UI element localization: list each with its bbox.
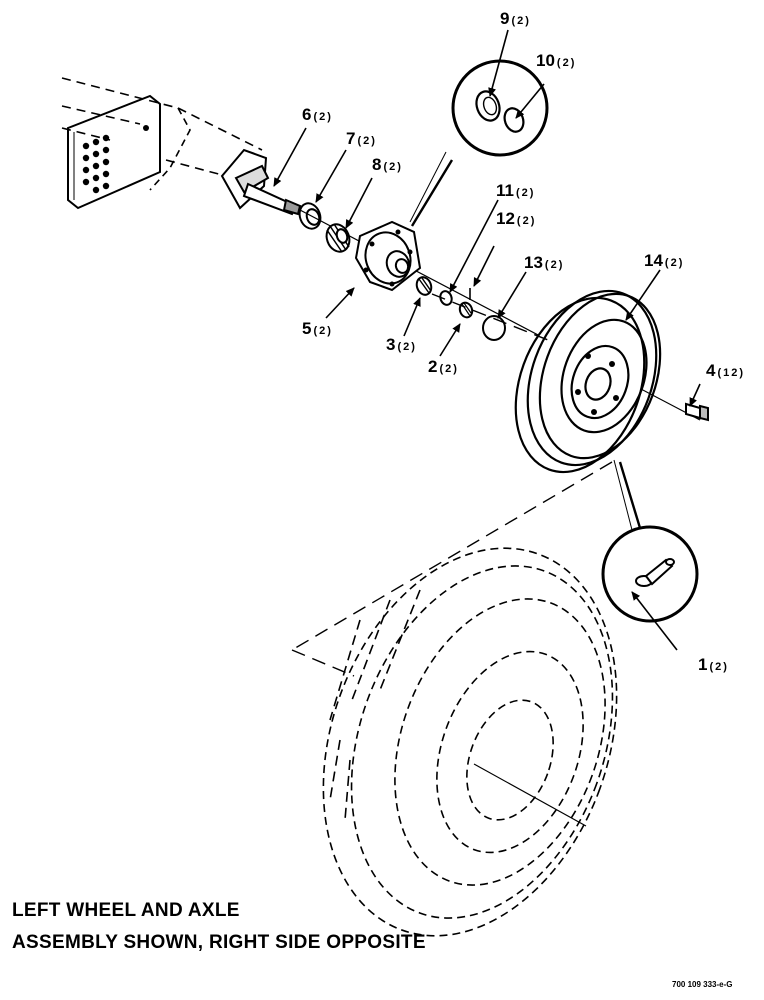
callout-14: 14(2)	[644, 251, 684, 270]
callout-2: 2(2)	[428, 357, 459, 376]
outer-bearing	[415, 276, 433, 296]
dust-cap	[482, 315, 506, 341]
callout-4: 4(12)	[706, 361, 745, 380]
wheel-rim	[514, 289, 662, 474]
drawing-number: 700 109 333-e-G	[672, 980, 733, 989]
callout-10: 10(2)	[536, 51, 576, 70]
hub	[354, 220, 422, 292]
callout-12: 12(2)	[496, 209, 536, 228]
axle-frame	[61, 77, 263, 210]
seal	[298, 202, 322, 230]
callout-labels: 1(2) 2(2) 3(2) 4(12) 5(2) 6(2) 7(2) 8(2)…	[302, 9, 745, 674]
tire-centerline	[473, 763, 587, 827]
spindle-nut	[458, 301, 474, 319]
callout-13: 13(2)	[524, 253, 564, 272]
inner-bearing	[325, 223, 351, 253]
valve-stem-detail	[601, 459, 699, 623]
callout-3: 3(2)	[386, 335, 417, 354]
callout-9: 9(2)	[500, 9, 531, 28]
leader-lines	[273, 29, 701, 651]
callout-11: 11(2)	[496, 181, 535, 200]
bushing-detail	[409, 59, 549, 227]
caption-line-2: ASSEMBLY SHOWN, RIGHT SIDE OPPOSITE	[12, 932, 426, 953]
callout-1: 1(2)	[698, 655, 729, 674]
washer	[439, 290, 453, 306]
callout-8: 8(2)	[372, 155, 403, 174]
construction-lines	[291, 293, 613, 677]
callout-6: 6(2)	[302, 105, 333, 124]
spindle	[220, 148, 302, 216]
tire	[322, 547, 618, 937]
callout-7: 7(2)	[346, 129, 377, 148]
caption-line-1: LEFT WHEEL AND AXLE	[12, 900, 240, 921]
wheel-bolt	[685, 402, 709, 422]
mounting-plate-holes	[82, 125, 149, 194]
callout-5: 5(2)	[302, 319, 333, 338]
